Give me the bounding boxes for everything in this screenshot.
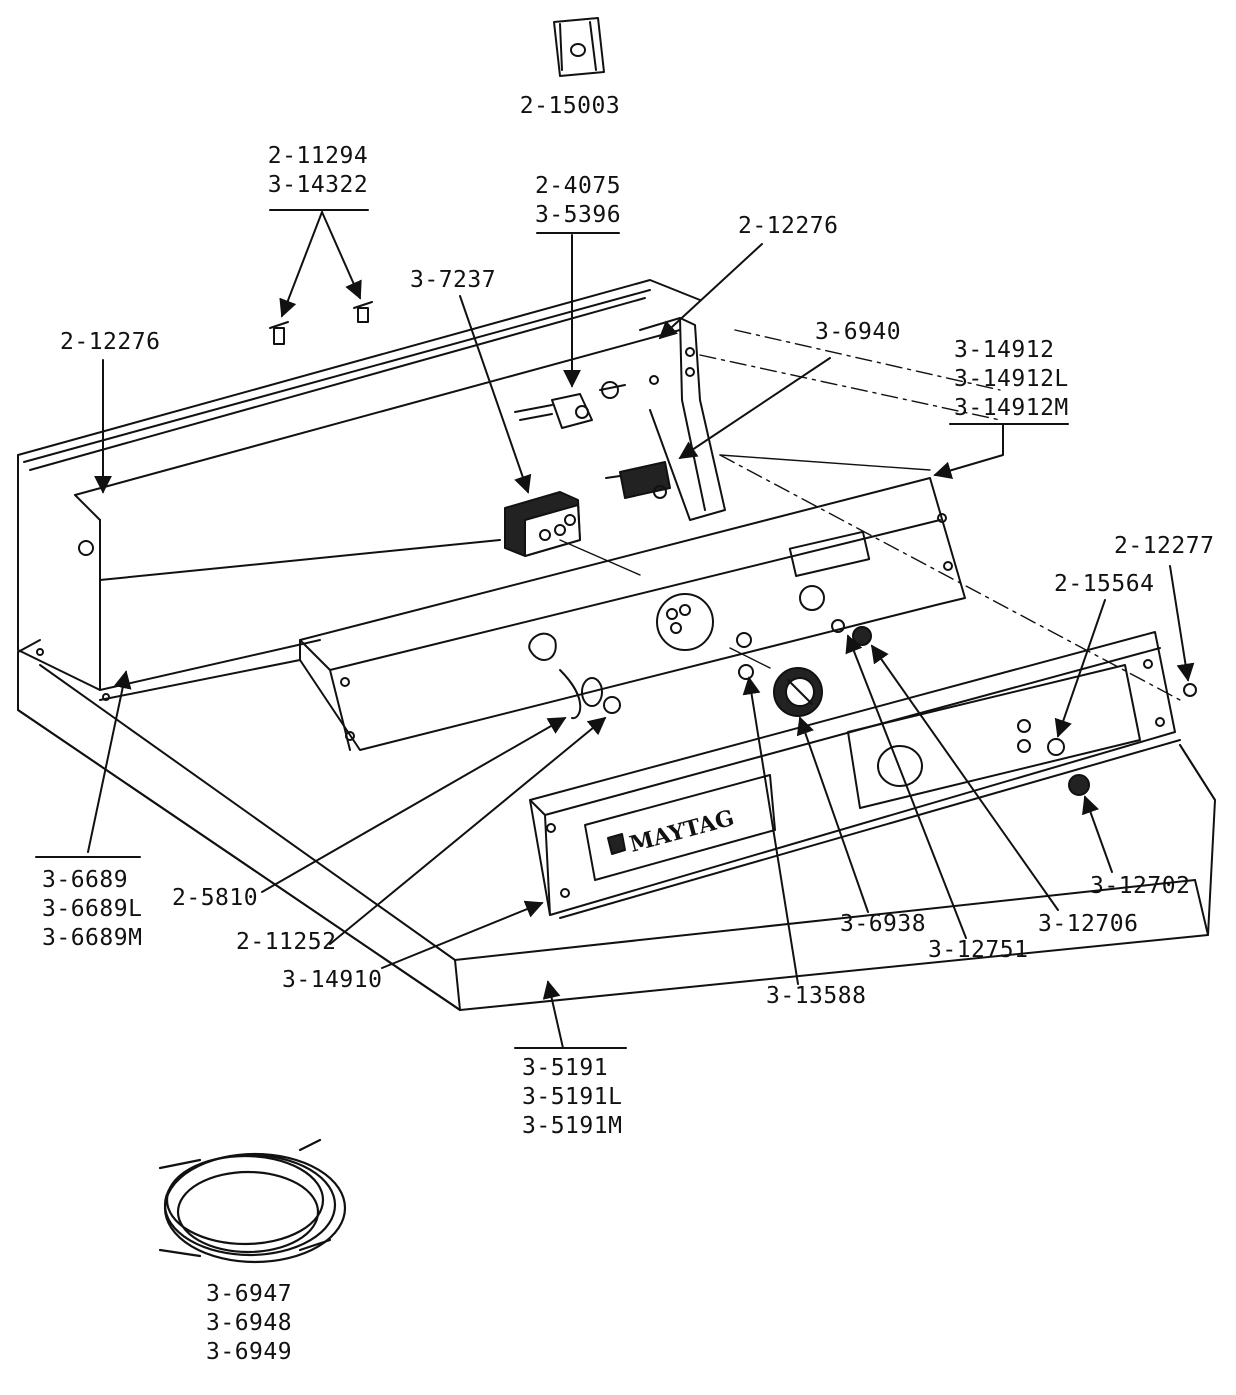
- rotary-switch: [514, 381, 626, 429]
- label-push-switch: 3-6940: [815, 319, 902, 345]
- svg-text:MAYTAG: MAYTAG: [627, 805, 737, 858]
- cabinet-top: [17, 639, 1216, 1011]
- label-bars: [35, 209, 1069, 1049]
- wire-harness: [158, 1138, 347, 1264]
- switch-bracket: [639, 317, 1181, 701]
- label-front-panel: 3-14910: [282, 967, 383, 993]
- backguard-body: [17, 279, 701, 701]
- label-screw-pair: 3-13588: [766, 983, 867, 1009]
- label-timer: 3-7237: [410, 267, 497, 293]
- label-knob: 3-6938: [840, 911, 927, 937]
- clip-part: [553, 17, 605, 77]
- label-panel-rear: 3-14912 3-14912L 3-14912M: [954, 337, 1069, 421]
- label-screw-right-end: 2-12277: [1114, 533, 1215, 559]
- label-terminal: 2-11252: [236, 929, 337, 955]
- wire-terminal: [528, 632, 621, 720]
- push-switch: [605, 461, 671, 499]
- label-nut: 3-12706: [1038, 911, 1139, 937]
- label-bezel: 3-12751: [928, 937, 1029, 963]
- label-plug-button: 2-15564: [1054, 571, 1155, 597]
- label-switch: 2-4075 3-5396: [534, 173, 622, 228]
- label-screw-left: 2-12276: [60, 329, 161, 355]
- timer-block: [504, 491, 641, 576]
- control-panel-rear: [299, 477, 966, 751]
- label-top: 3-5191 3-5191L 3-5191M: [522, 1055, 623, 1139]
- label-screws-top: 2-11294 3-14322: [267, 143, 369, 198]
- label-wire-lead: 2-5810: [172, 885, 259, 911]
- label-clip: 2-15003: [519, 93, 621, 119]
- label-screw-right-top: 2-12276: [738, 213, 839, 239]
- leader-lines: [87, 211, 1195, 1049]
- label-harness: 3-6947 3-6948 3-6949: [206, 1281, 293, 1365]
- control-knob: [729, 632, 823, 717]
- screws-pair: [269, 301, 373, 345]
- brand-logo: MAYTAG: [627, 805, 737, 858]
- front-trim-panel: [529, 631, 1197, 919]
- label-backguard: 3-6689 3-6689L 3-6689M: [42, 867, 143, 951]
- label-lamp: 3-12702: [1090, 873, 1191, 899]
